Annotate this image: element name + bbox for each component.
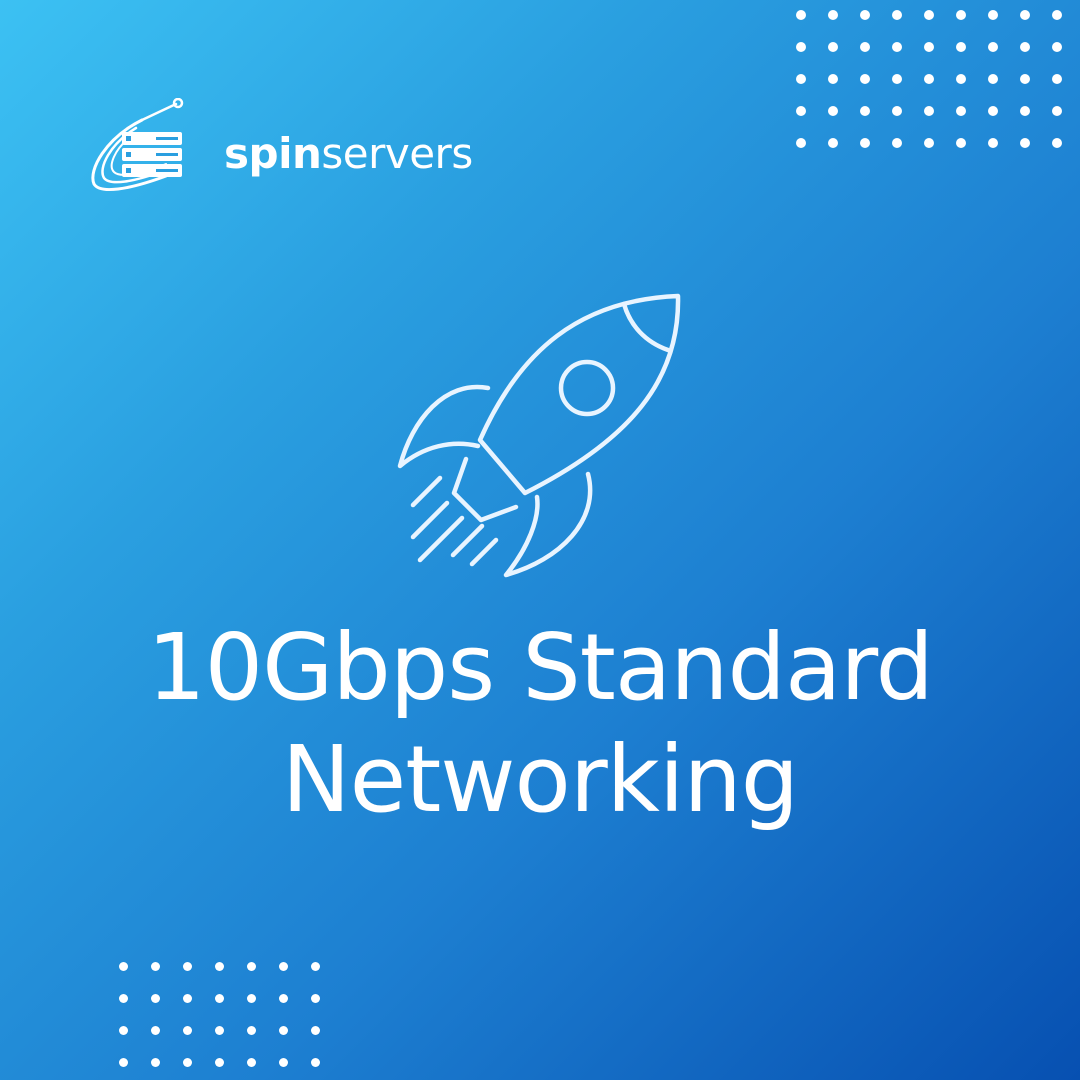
decorative-dot (183, 994, 192, 1003)
brand-name-bold: spin (224, 129, 322, 178)
rocket-icon (397, 293, 681, 578)
decorative-dot (119, 994, 128, 1003)
decorative-dot (279, 962, 288, 971)
decorative-dot (956, 10, 966, 20)
decorative-dot (311, 962, 320, 971)
decorative-dot (1052, 138, 1062, 148)
decorative-dot (279, 1026, 288, 1035)
decorative-dot (279, 1058, 288, 1067)
decorative-dot (1020, 10, 1030, 20)
decorative-dot (924, 106, 934, 116)
decorative-dot (151, 994, 160, 1003)
decorative-dot (247, 1058, 256, 1067)
brand-wordmark: spinservers (224, 128, 473, 180)
decorative-dot (828, 106, 838, 116)
server-rack-swoosh-icon (91, 98, 184, 191)
decorative-dot (828, 10, 838, 20)
decorative-dot (892, 10, 902, 20)
decorative-dot (860, 10, 870, 20)
decorative-dot (311, 1026, 320, 1035)
decorative-dot (119, 1058, 128, 1067)
dot-pattern-top-right (796, 10, 1062, 148)
decorative-dot (892, 42, 902, 52)
decorative-dot (1020, 42, 1030, 52)
decorative-dot (860, 106, 870, 116)
decorative-dot (247, 962, 256, 971)
decorative-dot (956, 106, 966, 116)
decorative-dot (279, 994, 288, 1003)
decorative-dot (924, 138, 934, 148)
decorative-dot (183, 1058, 192, 1067)
decorative-dot (988, 42, 998, 52)
decorative-dot (215, 962, 224, 971)
decorative-dot (183, 1026, 192, 1035)
decorative-dot (828, 138, 838, 148)
headline-line-1: 10Gbps Standard (147, 614, 934, 721)
decorative-dot (924, 10, 934, 20)
decorative-dot (796, 106, 806, 116)
decorative-dot (247, 1026, 256, 1035)
brand-logo: spinservers (84, 98, 524, 198)
decorative-dot (1052, 42, 1062, 52)
decorative-dot (311, 994, 320, 1003)
decorative-dot (1020, 106, 1030, 116)
decorative-dot (1052, 74, 1062, 84)
decorative-dot (924, 42, 934, 52)
decorative-dot (1020, 138, 1030, 148)
decorative-dot (828, 42, 838, 52)
headline-line-2: Networking (281, 726, 799, 833)
decorative-dot (215, 1058, 224, 1067)
decorative-dot (796, 10, 806, 20)
decorative-dot (1052, 10, 1062, 20)
decorative-dot (956, 138, 966, 148)
decorative-dot (860, 42, 870, 52)
decorative-dot (151, 1026, 160, 1035)
headline: 10Gbps Standard Networking (0, 612, 1080, 836)
decorative-dot (988, 10, 998, 20)
decorative-dot (860, 74, 870, 84)
decorative-dot (924, 74, 934, 84)
decorative-dot (311, 1058, 320, 1067)
decorative-dot (892, 74, 902, 84)
decorative-dot (796, 138, 806, 148)
decorative-dot (119, 962, 128, 971)
decorative-dot (860, 138, 870, 148)
decorative-dot (988, 74, 998, 84)
decorative-dot (183, 962, 192, 971)
decorative-dot (796, 74, 806, 84)
decorative-dot (215, 1026, 224, 1035)
decorative-dot (988, 138, 998, 148)
decorative-dot (151, 1058, 160, 1067)
decorative-dot (151, 962, 160, 971)
decorative-dot (119, 1026, 128, 1035)
decorative-dot (247, 994, 256, 1003)
decorative-dot (892, 138, 902, 148)
decorative-dot (988, 106, 998, 116)
dot-pattern-bottom-left (119, 962, 320, 1067)
decorative-dot (1052, 106, 1062, 116)
decorative-dot (892, 106, 902, 116)
decorative-dot (828, 74, 838, 84)
decorative-dot (956, 74, 966, 84)
brand-name-regular: servers (321, 129, 473, 178)
decorative-dot (215, 994, 224, 1003)
decorative-dot (1020, 74, 1030, 84)
decorative-dot (956, 42, 966, 52)
decorative-dot (796, 42, 806, 52)
